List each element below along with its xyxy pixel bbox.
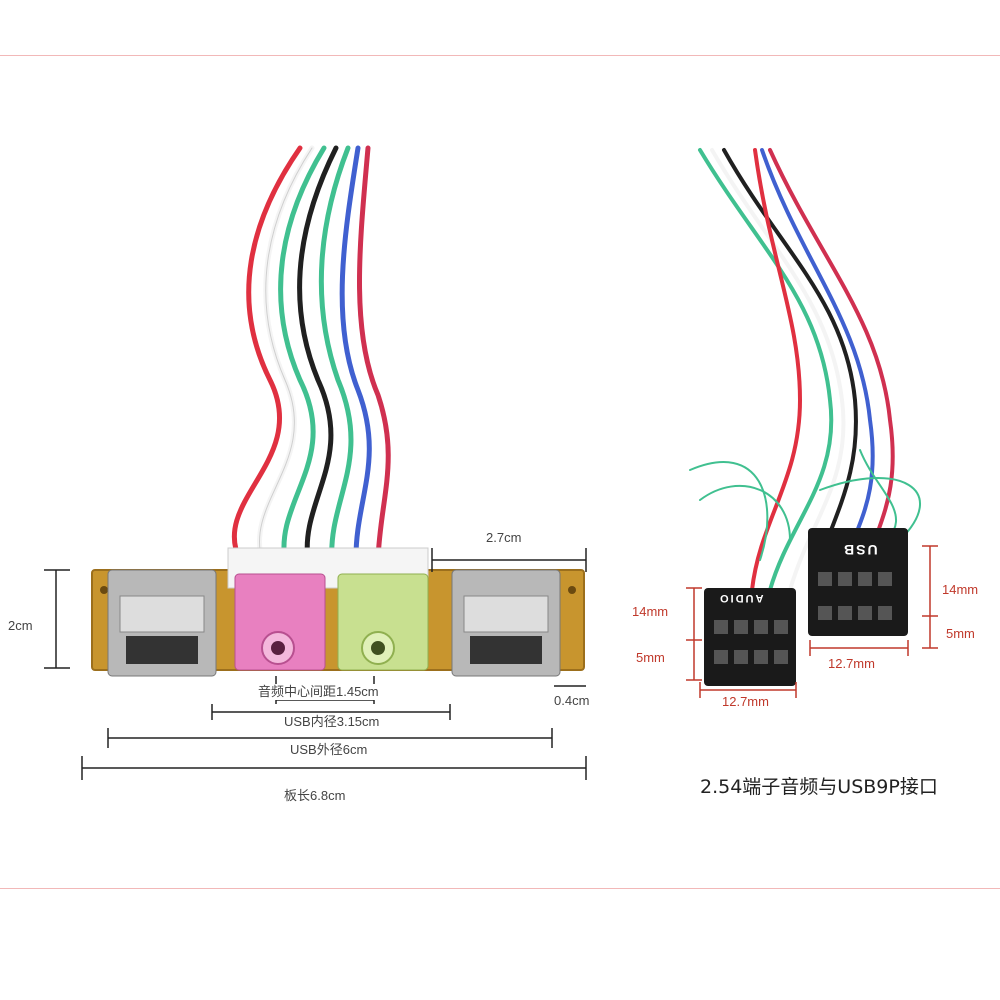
connector-dimension-lines <box>686 545 938 698</box>
bottom-divider <box>0 888 1000 889</box>
usb-height-label: 14mm <box>942 582 979 597</box>
usb-connector <box>808 528 908 636</box>
audio-width-label: 12.7mm <box>722 694 769 709</box>
caption: 2.54端子音频与USB9P接口 <box>700 776 938 798</box>
top-divider <box>0 55 1000 56</box>
connector-wires <box>689 148 921 592</box>
audio-pin-height-label: 5mm <box>636 650 665 665</box>
dim-height-label: 2cm <box>6 618 35 634</box>
dim-width-right-label: 2.7cm <box>484 530 524 546</box>
dim-edge-label: 0.4cm <box>552 693 592 709</box>
audio-connector <box>704 588 796 686</box>
dim-board-length-label: 板长6.8cm <box>282 788 348 804</box>
dim-audio-spacing-label: 音频中心间距1.45cm <box>256 684 381 700</box>
usb-pin-height-label: 5mm <box>946 626 975 641</box>
front-panel-board <box>91 547 585 677</box>
audio-height-label: 14mm <box>632 604 669 619</box>
audio-connector-label: AUDIO <box>718 592 764 604</box>
board-dimension-lines <box>44 548 587 780</box>
dim-usb-inner-label: USB内径3.15cm <box>282 714 382 730</box>
dim-usb-outer-label: USB外径6cm <box>288 742 370 758</box>
board-wires <box>231 145 391 563</box>
usb-connector-label: USB <box>842 542 878 558</box>
usb-width-label: 12.7mm <box>828 656 875 671</box>
